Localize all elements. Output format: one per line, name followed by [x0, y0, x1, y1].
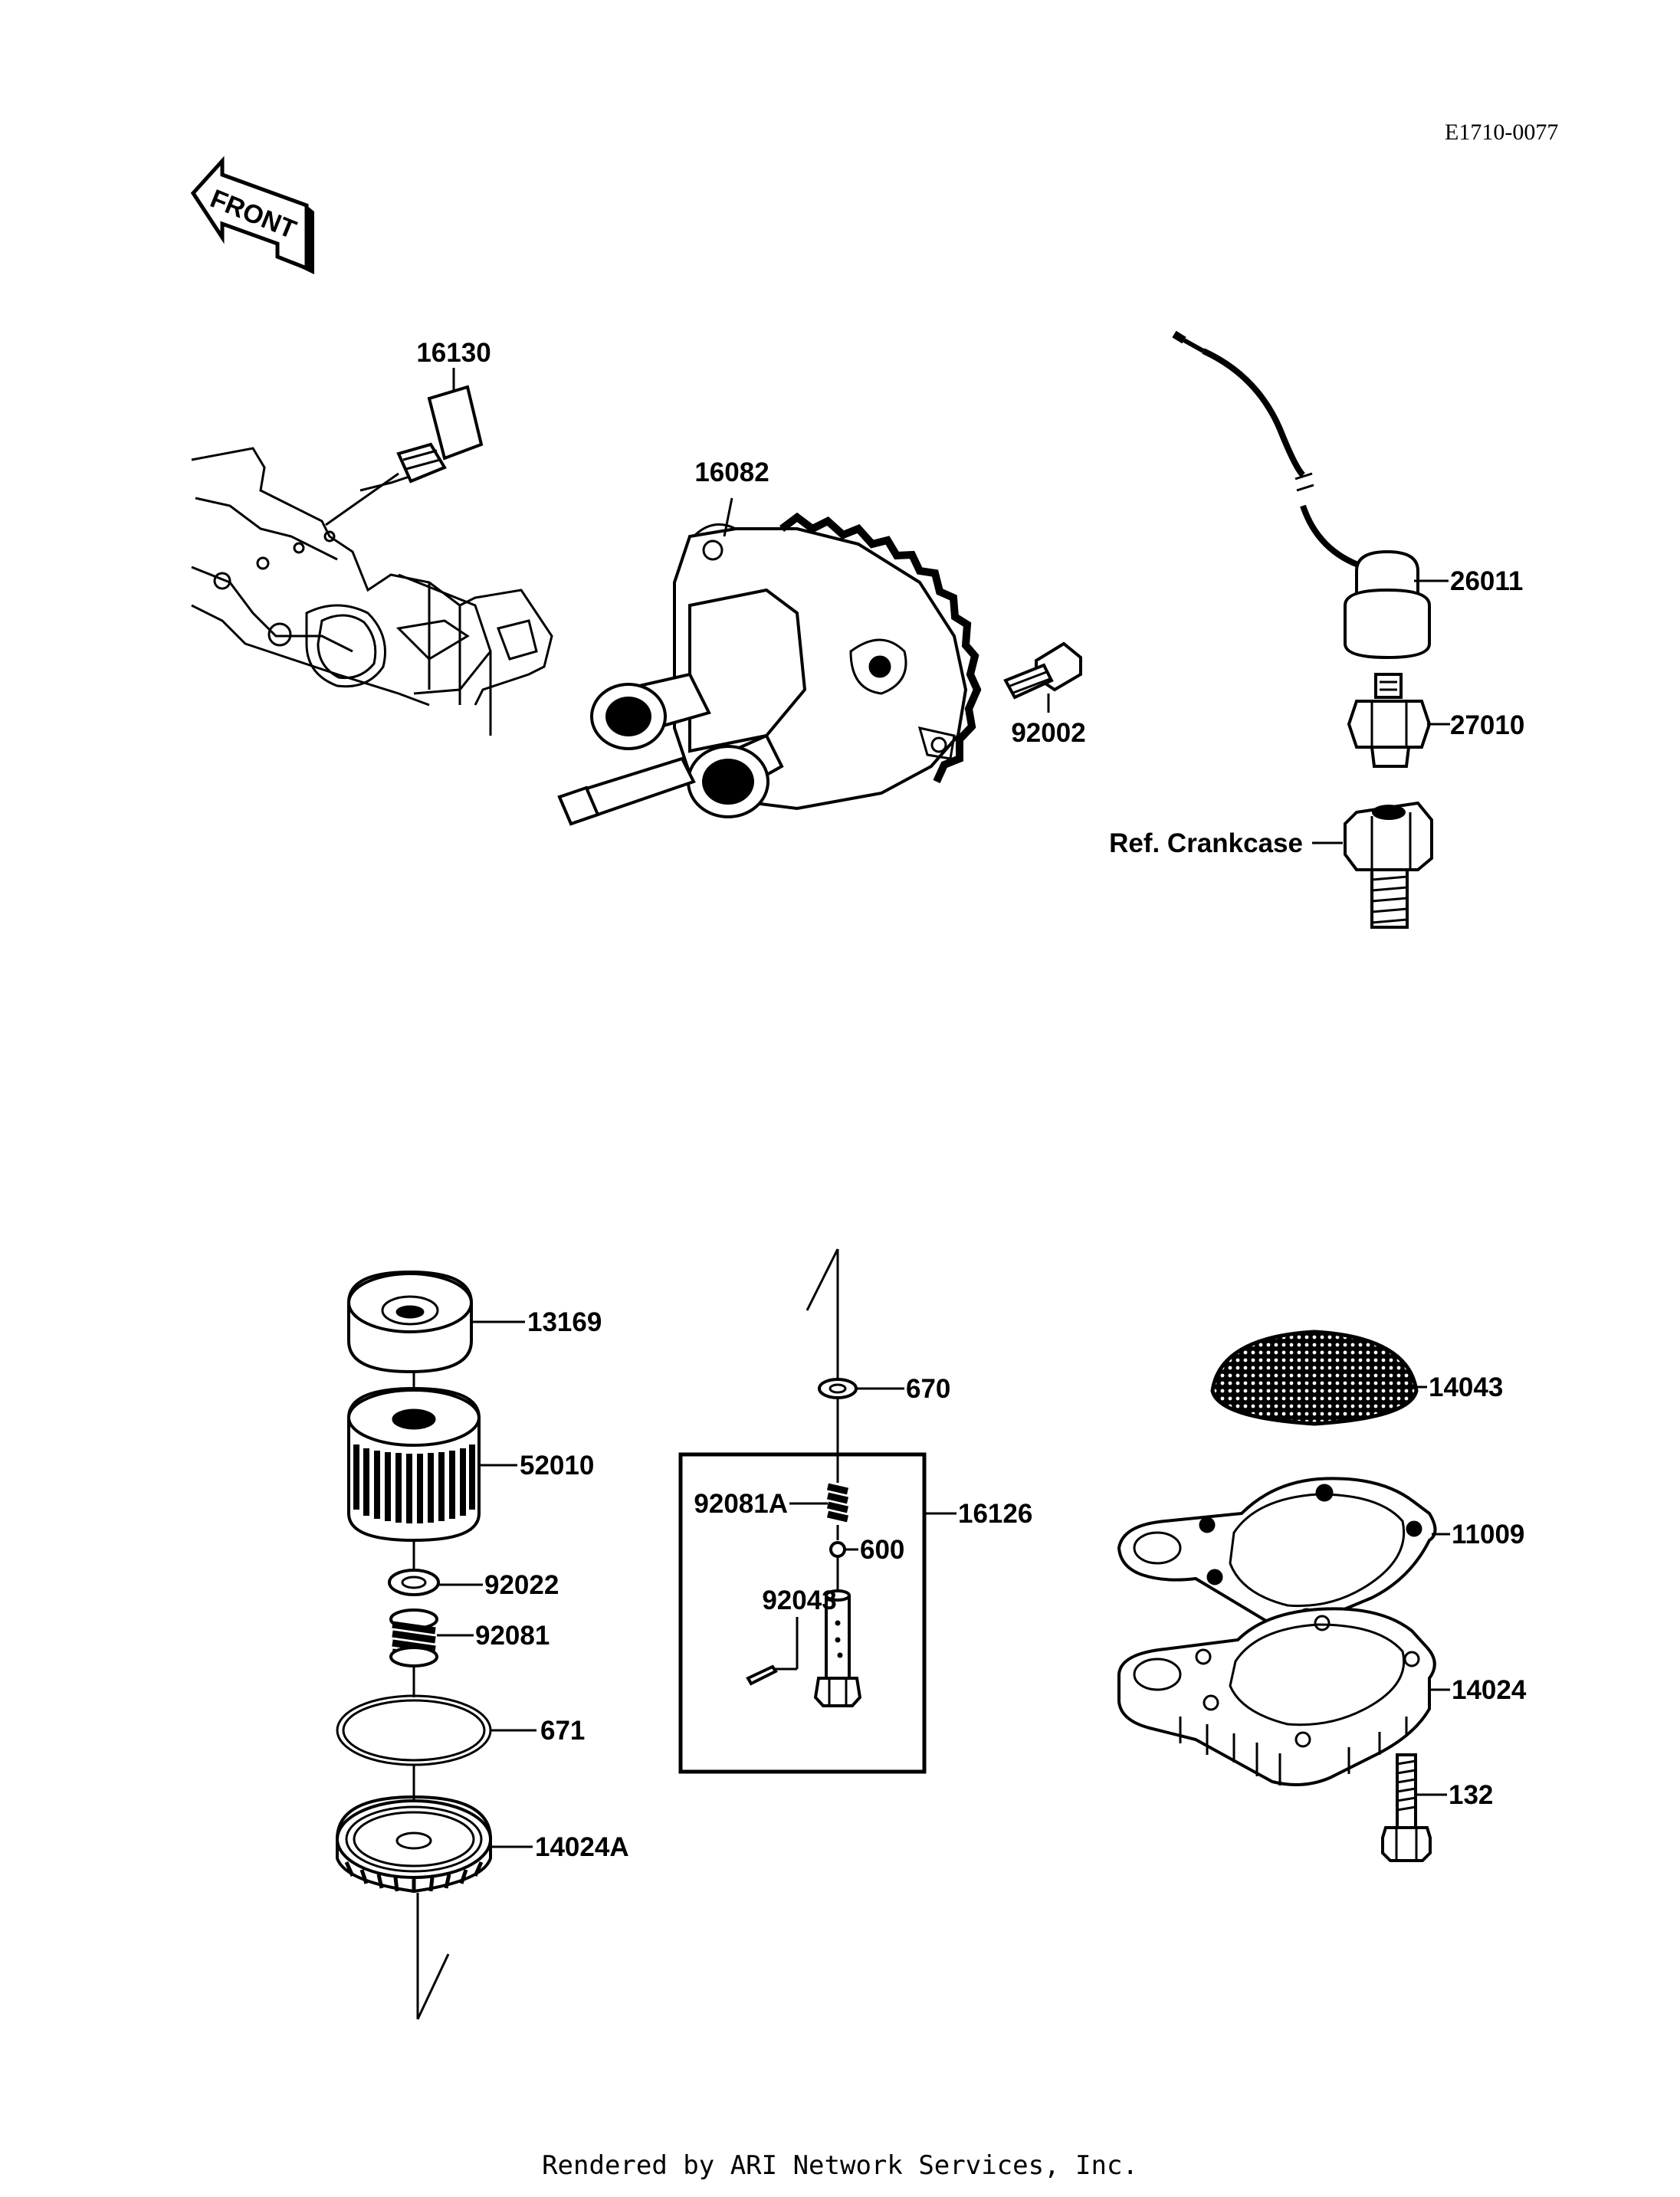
part-16082: 16082 — [557, 457, 982, 826]
part-14043: 14043 — [1210, 1330, 1503, 1426]
part-670: 670 — [818, 1374, 950, 1404]
callout-132: 132 — [1449, 1780, 1493, 1810]
callout-92081A: 92081A — [694, 1489, 788, 1519]
callout-13169: 13169 — [527, 1307, 602, 1337]
callout-671: 671 — [540, 1716, 585, 1746]
callout-26011: 26011 — [1450, 566, 1523, 596]
part-92043: 92043 — [746, 1556, 862, 1707]
callout-14024: 14024 — [1452, 1675, 1527, 1705]
part-92081A: 92081A — [694, 1398, 849, 1523]
callout-ref-crankcase: Ref. Crankcase — [1109, 828, 1303, 858]
callout-670: 670 — [906, 1374, 950, 1404]
callout-14024A: 14024A — [535, 1832, 629, 1862]
part-14024A: 14024A — [336, 1795, 629, 1894]
callout-92022: 92022 — [484, 1570, 559, 1600]
part-600: 600 — [829, 1525, 904, 1565]
part-671: 671 — [336, 1694, 585, 1766]
part-52010: 52010 — [347, 1386, 594, 1543]
part-92081: 92081 — [389, 1608, 550, 1667]
callout-11009: 11009 — [1452, 1520, 1524, 1549]
part-16126: 16126 — [678, 1248, 1032, 1774]
callout-16130: 16130 — [416, 338, 491, 368]
part-92022: 92022 — [388, 1569, 559, 1600]
callout-92043: 92043 — [762, 1585, 836, 1615]
footer-credit: Rendered by ARI Network Services, Inc. — [542, 2150, 1138, 2181]
part-14024: 14024 — [1117, 1607, 1527, 1786]
assembly-axis-left — [412, 1372, 450, 2020]
document-ref-code: E1710-0077 — [1445, 120, 1558, 145]
part-27010: 27010 — [1347, 673, 1524, 768]
front-arrow: FRONT — [190, 156, 314, 274]
callout-92081: 92081 — [475, 1621, 550, 1651]
callout-600: 600 — [860, 1535, 904, 1565]
callout-27010: 27010 — [1450, 710, 1524, 740]
callout-16082: 16082 — [694, 457, 769, 487]
callout-92002: 92002 — [1011, 718, 1085, 748]
callout-52010: 52010 — [520, 1451, 594, 1481]
crankcase-section — [191, 447, 553, 736]
part-13169: 13169 — [347, 1270, 602, 1374]
callout-16126: 16126 — [958, 1499, 1032, 1529]
part-26011: 26011 — [1172, 330, 1523, 660]
part-11009: 11009 — [1117, 1477, 1524, 1629]
part-132: 132 — [1381, 1753, 1493, 1862]
part-16130: 16130 — [325, 338, 491, 526]
callout-14043: 14043 — [1429, 1372, 1503, 1402]
part-92002: 92002 — [1003, 641, 1086, 748]
part-ref-crankcase: Ref. Crankcase — [1109, 801, 1433, 929]
